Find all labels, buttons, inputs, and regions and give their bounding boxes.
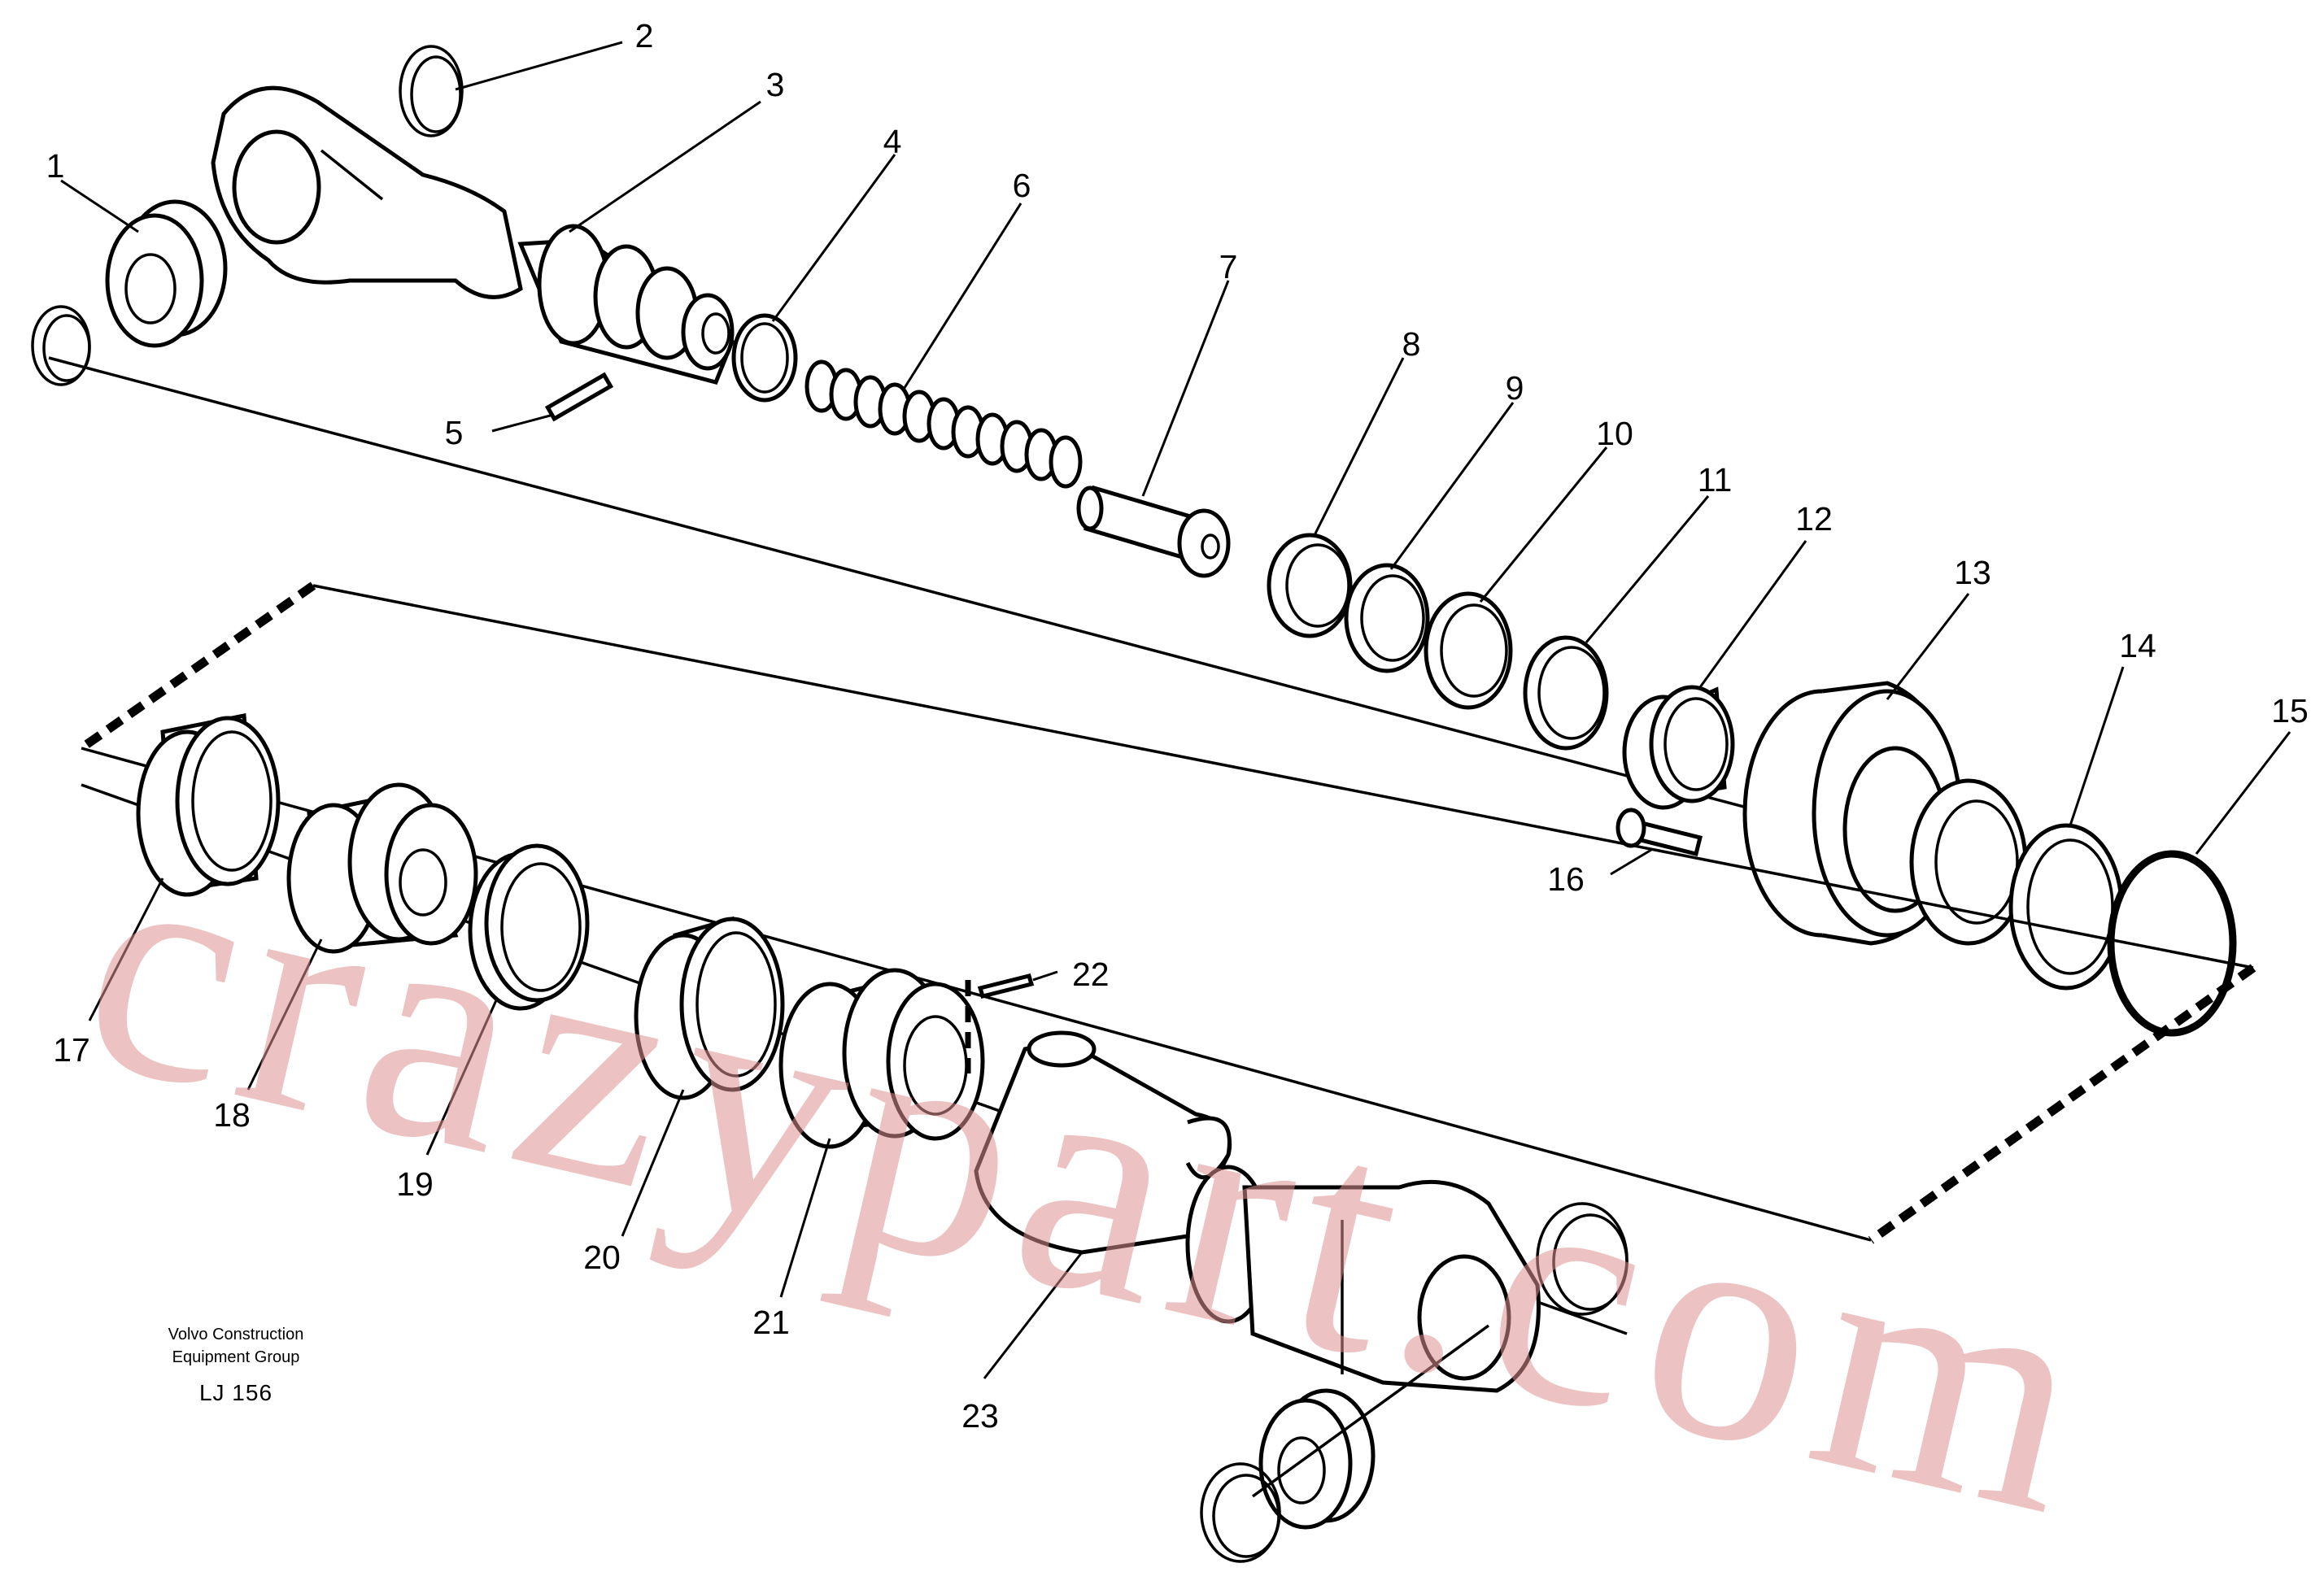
part-19-seal [468, 843, 590, 1011]
callout-20: 20 [583, 1239, 621, 1276]
part-3-rod [517, 224, 735, 385]
callout-15: 15 [2271, 692, 2309, 729]
part-4-oring [731, 313, 798, 403]
part-6-spring [804, 359, 1083, 489]
callout-21: 21 [752, 1304, 790, 1341]
part-1-bearing [105, 199, 228, 348]
callout-3: 3 [766, 66, 785, 103]
callout-22: 22 [1072, 956, 1110, 993]
leader-lines [60, 41, 2291, 1379]
callout-6: 6 [1013, 167, 1031, 204]
circlip-right-top [1536, 1202, 1629, 1316]
callout-1: 1 [46, 147, 65, 185]
callout-5: 5 [445, 414, 464, 451]
rod-eye [211, 85, 523, 299]
part-22-screw [977, 973, 1035, 999]
callout-17: 17 [53, 1031, 90, 1069]
callout-13: 13 [1954, 554, 1991, 591]
credit-line-1: Volvo Construction [168, 1326, 304, 1343]
part-10-ring [1424, 591, 1513, 710]
part-9-ring [1344, 563, 1430, 673]
part-7-plunger [1076, 485, 1231, 578]
circlip-bottom [1200, 1462, 1281, 1563]
callout-7: 7 [1219, 248, 1238, 285]
part-5-pin [544, 372, 614, 422]
dash-right [1868, 964, 2256, 1244]
part-8-seal [1267, 533, 1353, 638]
bearing-bottom [1258, 1388, 1376, 1530]
callout-14: 14 [2119, 627, 2156, 664]
part-12-bushing [1622, 685, 1735, 810]
part-16-bolt [1615, 808, 1703, 857]
callout-labels: 1 2 3 4 5 6 7 8 9 10 11 12 13 14 15 16 1… [46, 17, 2309, 1435]
part-17-bushing [136, 712, 281, 897]
callout-8: 8 [1402, 325, 1421, 363]
callout-23: 23 [961, 1397, 999, 1435]
part-18-piston [286, 782, 478, 954]
reference-code: LJ 156 [199, 1380, 273, 1405]
part-23-cylinder-tube [974, 1030, 1541, 1393]
callout-11: 11 [1698, 461, 1733, 499]
credit-block: Volvo Construction Equipment Group LJ 15… [168, 1326, 304, 1405]
callout-12: 12 [1795, 500, 1833, 538]
callout-2: 2 [635, 17, 654, 54]
part-15-snap-ring [2107, 850, 2237, 1037]
part-20-bushing [634, 916, 785, 1100]
dash-left [78, 581, 316, 752]
callout-4: 4 [883, 123, 902, 160]
credit-line-2: Equipment Group [172, 1348, 300, 1366]
part-14-ring [2008, 823, 2124, 991]
part-2-circlip [399, 45, 464, 137]
circlip-left [31, 305, 91, 386]
callout-16: 16 [1547, 860, 1585, 898]
callout-10: 10 [1596, 415, 1633, 452]
callout-9: 9 [1506, 369, 1524, 407]
part-11-ring [1523, 635, 1609, 751]
part-13-cylinder-head [1742, 681, 2028, 946]
callout-18: 18 [213, 1096, 251, 1134]
callout-19: 19 [396, 1165, 434, 1203]
